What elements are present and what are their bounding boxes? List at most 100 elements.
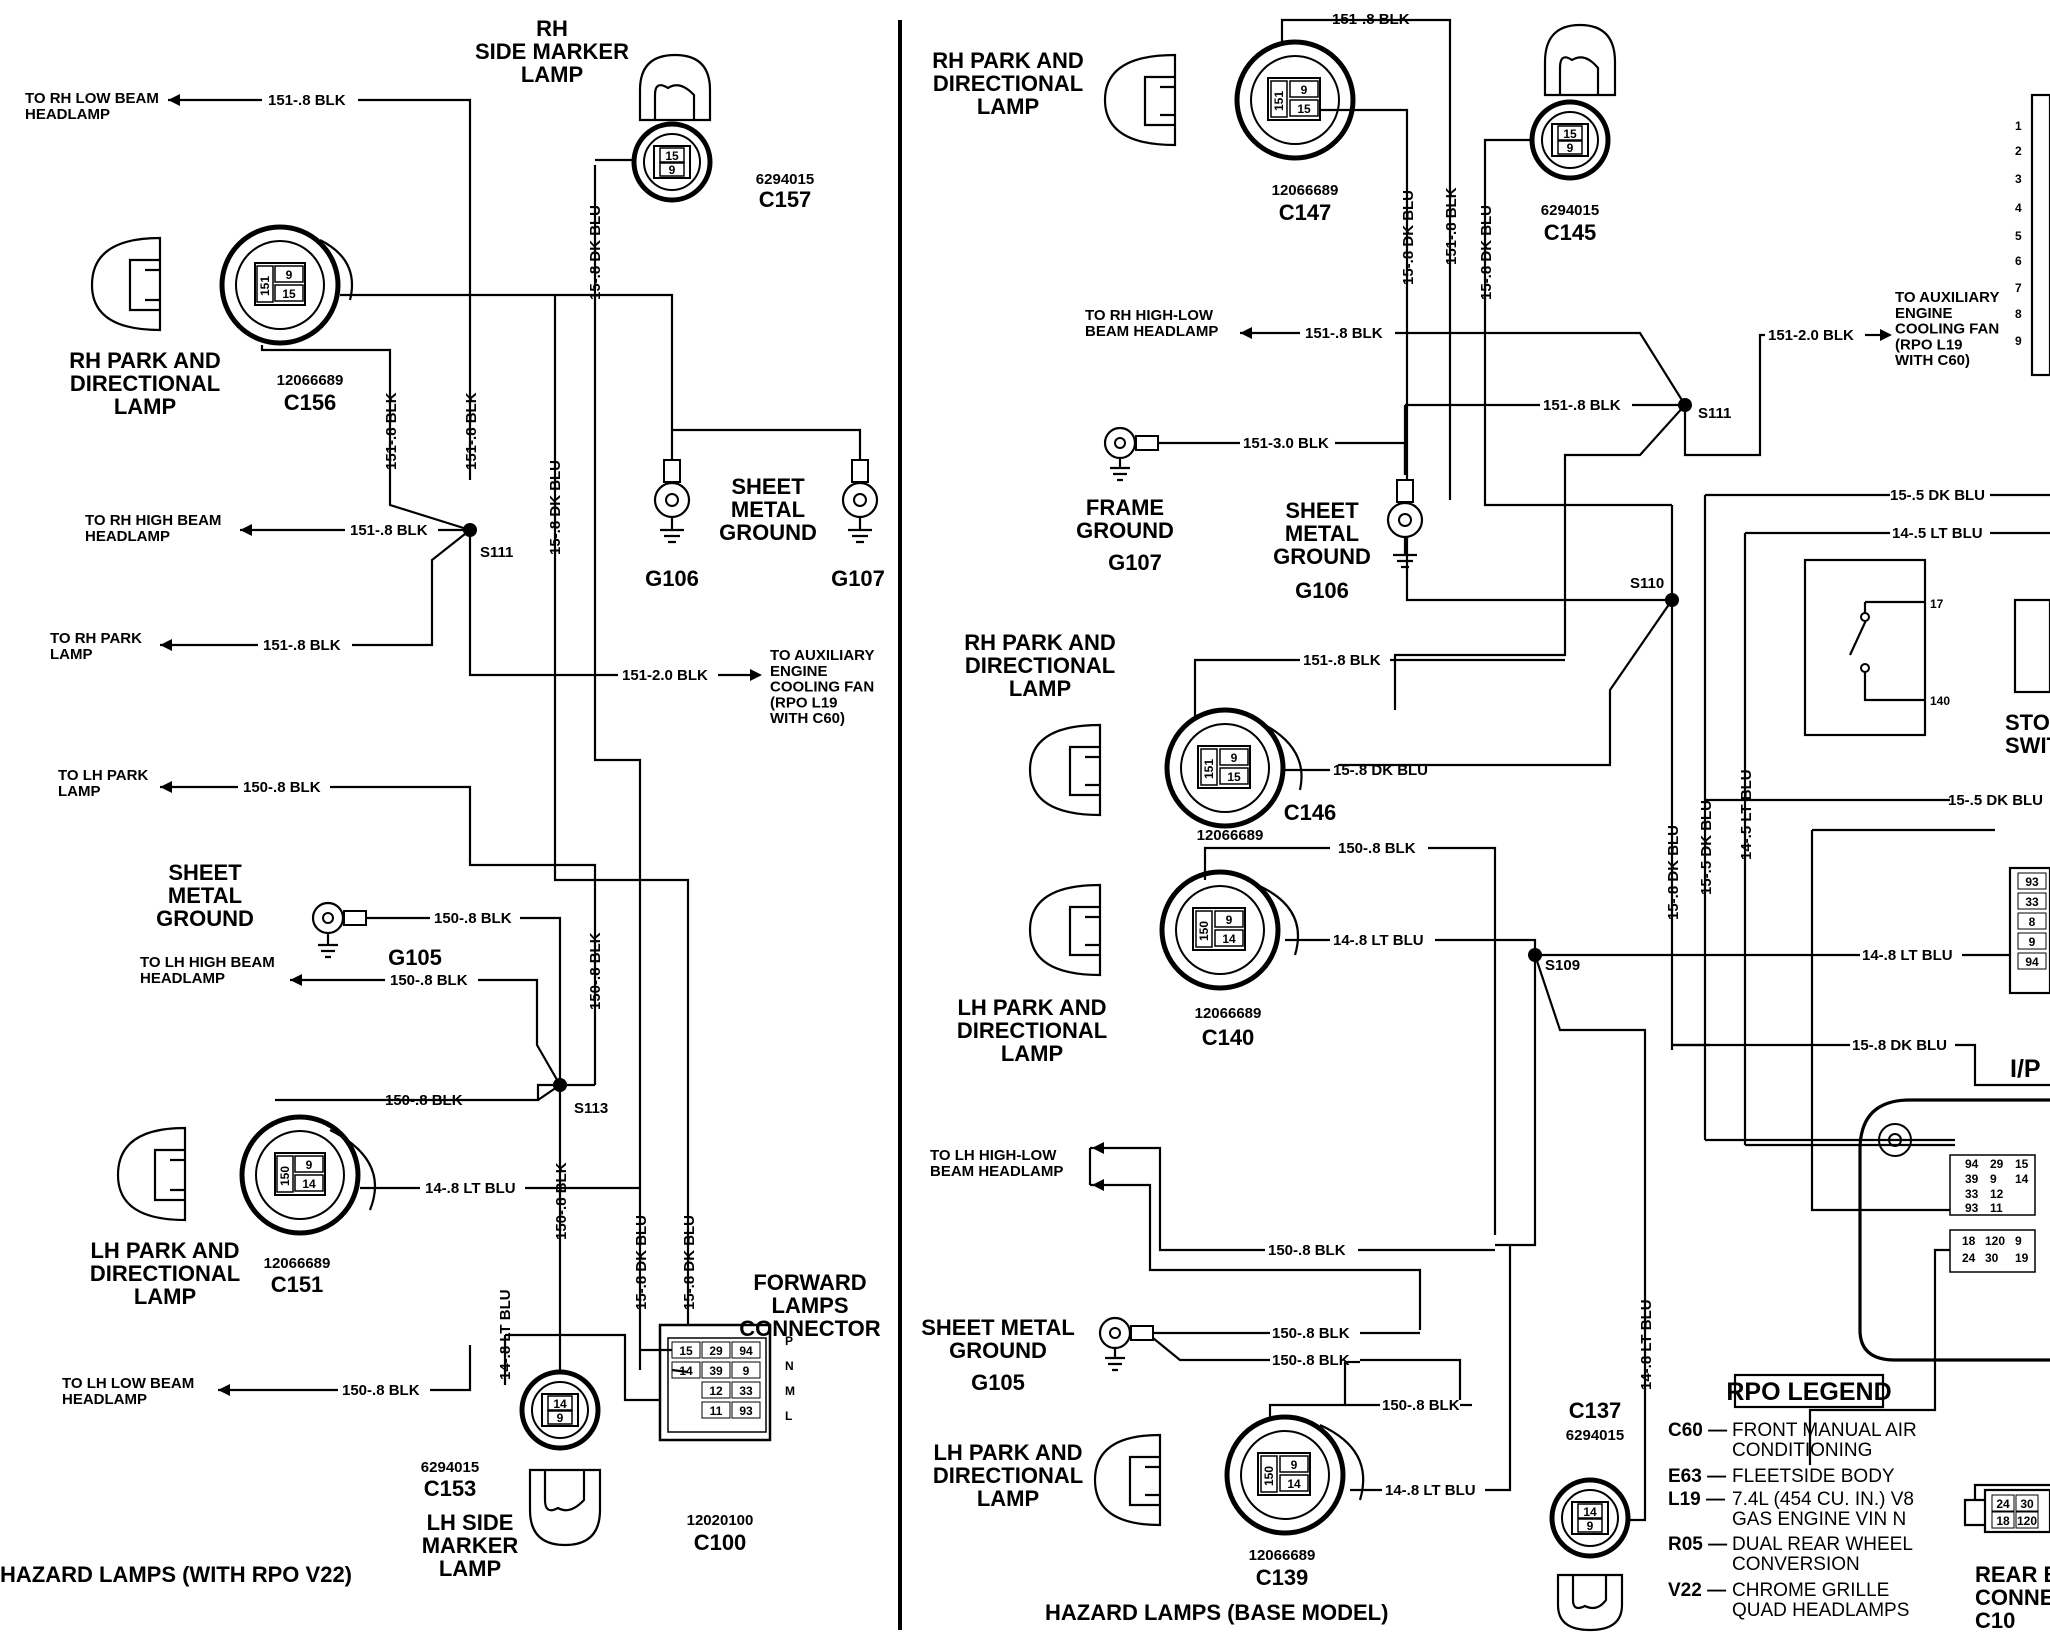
wire-151-8-blk-c156: 151-.8 BLK bbox=[383, 392, 400, 470]
c151-part-number: 12066689 bbox=[264, 1255, 331, 1272]
c100-part-number: 12020100 bbox=[687, 1512, 754, 1529]
svg-text:15: 15 bbox=[1227, 770, 1241, 784]
rpo-legend-code: E63 — bbox=[1668, 1466, 1726, 1487]
c145-label: C145 bbox=[1544, 220, 1597, 245]
right-panel-title: HAZARD LAMPS (BASE MODEL) bbox=[1045, 1600, 1388, 1625]
lh-park-lamp-mid-bulb-icon bbox=[1028, 883, 1102, 977]
g107-right-label: G107 bbox=[1108, 550, 1162, 575]
c140-part-number: 12066689 bbox=[1195, 1005, 1262, 1022]
svg-text:93: 93 bbox=[2025, 875, 2039, 889]
svg-text:P: P bbox=[785, 1334, 793, 1348]
svg-text:94: 94 bbox=[739, 1344, 753, 1358]
rear-body-connector-label: REAR BODYCONNECTORC10 bbox=[1975, 1562, 2050, 1632]
g106-label: G106 bbox=[645, 566, 699, 591]
svg-text:9: 9 bbox=[2029, 935, 2036, 949]
lh-park-lamp-bulb-icon bbox=[116, 1126, 187, 1222]
svg-text:33: 33 bbox=[739, 1384, 753, 1398]
svg-text:15: 15 bbox=[665, 149, 679, 163]
svg-text:120: 120 bbox=[1985, 1234, 2005, 1248]
wire-150-8-blk-c151: 150-.8 BLK bbox=[385, 1092, 463, 1109]
g107-frame-ground-icon bbox=[1103, 426, 1159, 482]
wire-14-8-ltblu-s109: 14-.8 LT BLU bbox=[1862, 947, 1953, 964]
wire-15-8-dkblu-s110: 15-.8 DK BLU bbox=[1665, 825, 1682, 920]
c153-connector-icon: 14 9 bbox=[519, 1369, 601, 1451]
c157-part-number: 6294015 bbox=[756, 171, 814, 188]
rear-body-connector-icon: 24 30 18 120 bbox=[1963, 1483, 2050, 1534]
c151-label: C151 bbox=[271, 1272, 324, 1297]
s109-label: S109 bbox=[1545, 957, 1580, 974]
c157-label: C157 bbox=[759, 187, 812, 212]
wire-15-8-dkblu-c157: 15-.8 DK BLU bbox=[587, 205, 604, 300]
wire-151-8-blk-high-beam: 151-.8 BLK bbox=[350, 522, 428, 539]
svg-text:1: 1 bbox=[2015, 119, 2022, 133]
s111-label: S111 bbox=[480, 544, 513, 561]
wire-150-8-blk-s113-down: 150-.8 BLK bbox=[553, 1162, 570, 1240]
svg-text:14: 14 bbox=[1583, 1505, 1597, 1519]
svg-text:150: 150 bbox=[278, 1166, 292, 1186]
c140-label: C140 bbox=[1202, 1025, 1255, 1050]
svg-text:39: 39 bbox=[1965, 1172, 1979, 1186]
svg-text:15: 15 bbox=[282, 287, 296, 301]
c145-connector-icon: 15 9 bbox=[1529, 99, 1611, 181]
c146-label: C146 bbox=[1284, 800, 1337, 825]
svg-text:9: 9 bbox=[1567, 141, 1574, 155]
wire-15-5-dkblu-mid: 15-.5 DK BLU bbox=[1948, 792, 2043, 809]
stop-switch-connector-icon bbox=[2013, 598, 2050, 694]
svg-text:14: 14 bbox=[2015, 1172, 2029, 1186]
svg-text:14: 14 bbox=[1287, 1477, 1301, 1491]
svg-text:93: 93 bbox=[1965, 1201, 1979, 1215]
svg-text:24: 24 bbox=[1996, 1497, 2010, 1511]
lh-park-lamp-bot-bulb-icon bbox=[1093, 1433, 1162, 1527]
svg-text:94: 94 bbox=[2025, 955, 2039, 969]
c156-part-number: 12066689 bbox=[277, 372, 344, 389]
rpo-legend-entry: E63 — FLEETSIDE BODY bbox=[1668, 1466, 1895, 1487]
wire-150-8-blk-g105-b: 150-.8 BLK bbox=[1272, 1352, 1350, 1369]
svg-text:9: 9 bbox=[1990, 1172, 1997, 1186]
wire-15-8-dkblu-mid: 15-.8 DK BLU bbox=[547, 460, 564, 555]
rh-side-marker-bulb-icon bbox=[638, 53, 712, 122]
c139-label: C139 bbox=[1256, 1565, 1309, 1590]
rpo-legend-code: R05 — bbox=[1668, 1534, 1727, 1555]
svg-text:9: 9 bbox=[2015, 1234, 2022, 1248]
svg-text:8: 8 bbox=[2015, 307, 2022, 321]
svg-text:6: 6 bbox=[2015, 254, 2022, 268]
svg-text:151: 151 bbox=[1272, 91, 1286, 111]
c156-label: C156 bbox=[284, 390, 337, 415]
c137-connector-icon: 14 9 bbox=[1549, 1477, 1631, 1559]
svg-text:9: 9 bbox=[557, 1411, 564, 1425]
svg-text:94: 94 bbox=[1965, 1157, 1979, 1171]
svg-text:15: 15 bbox=[1563, 127, 1577, 141]
wire-15-8-dkblu-ip: 15-.8 DK BLU bbox=[1852, 1037, 1947, 1054]
svg-text:7: 7 bbox=[2015, 281, 2022, 295]
c140-connector-icon: 150 9 14 bbox=[1159, 869, 1300, 991]
wire-14-8-ltblu-c139: 14-.8 LT BLU bbox=[1385, 1482, 1476, 1499]
svg-text:93: 93 bbox=[739, 1404, 753, 1418]
wire-150-8-blk-g105-a: 150-.8 BLK bbox=[1272, 1325, 1350, 1342]
svg-text:39: 39 bbox=[709, 1364, 723, 1378]
wire-151-8-blk-park: 151-.8 BLK bbox=[263, 637, 341, 654]
rh-park-lamp-mid-bulb-icon bbox=[1028, 723, 1102, 817]
wire-14-8-ltblu-c140: 14-.8 LT BLU bbox=[1333, 932, 1424, 949]
c145-bulb-icon bbox=[1543, 23, 1617, 97]
wire-14-8-ltblu-down: 14-.8 LT BLU bbox=[1638, 1299, 1655, 1390]
c139-connector-icon: 150 9 14 bbox=[1224, 1414, 1365, 1536]
g105-right-ground-icon bbox=[1098, 1316, 1154, 1372]
pin-17-label: 17 bbox=[1930, 597, 1944, 611]
wire-150-8-blk-c140: 150-.8 BLK bbox=[1338, 840, 1416, 857]
svg-text:14: 14 bbox=[302, 1177, 316, 1191]
svg-text:14: 14 bbox=[1222, 932, 1236, 946]
